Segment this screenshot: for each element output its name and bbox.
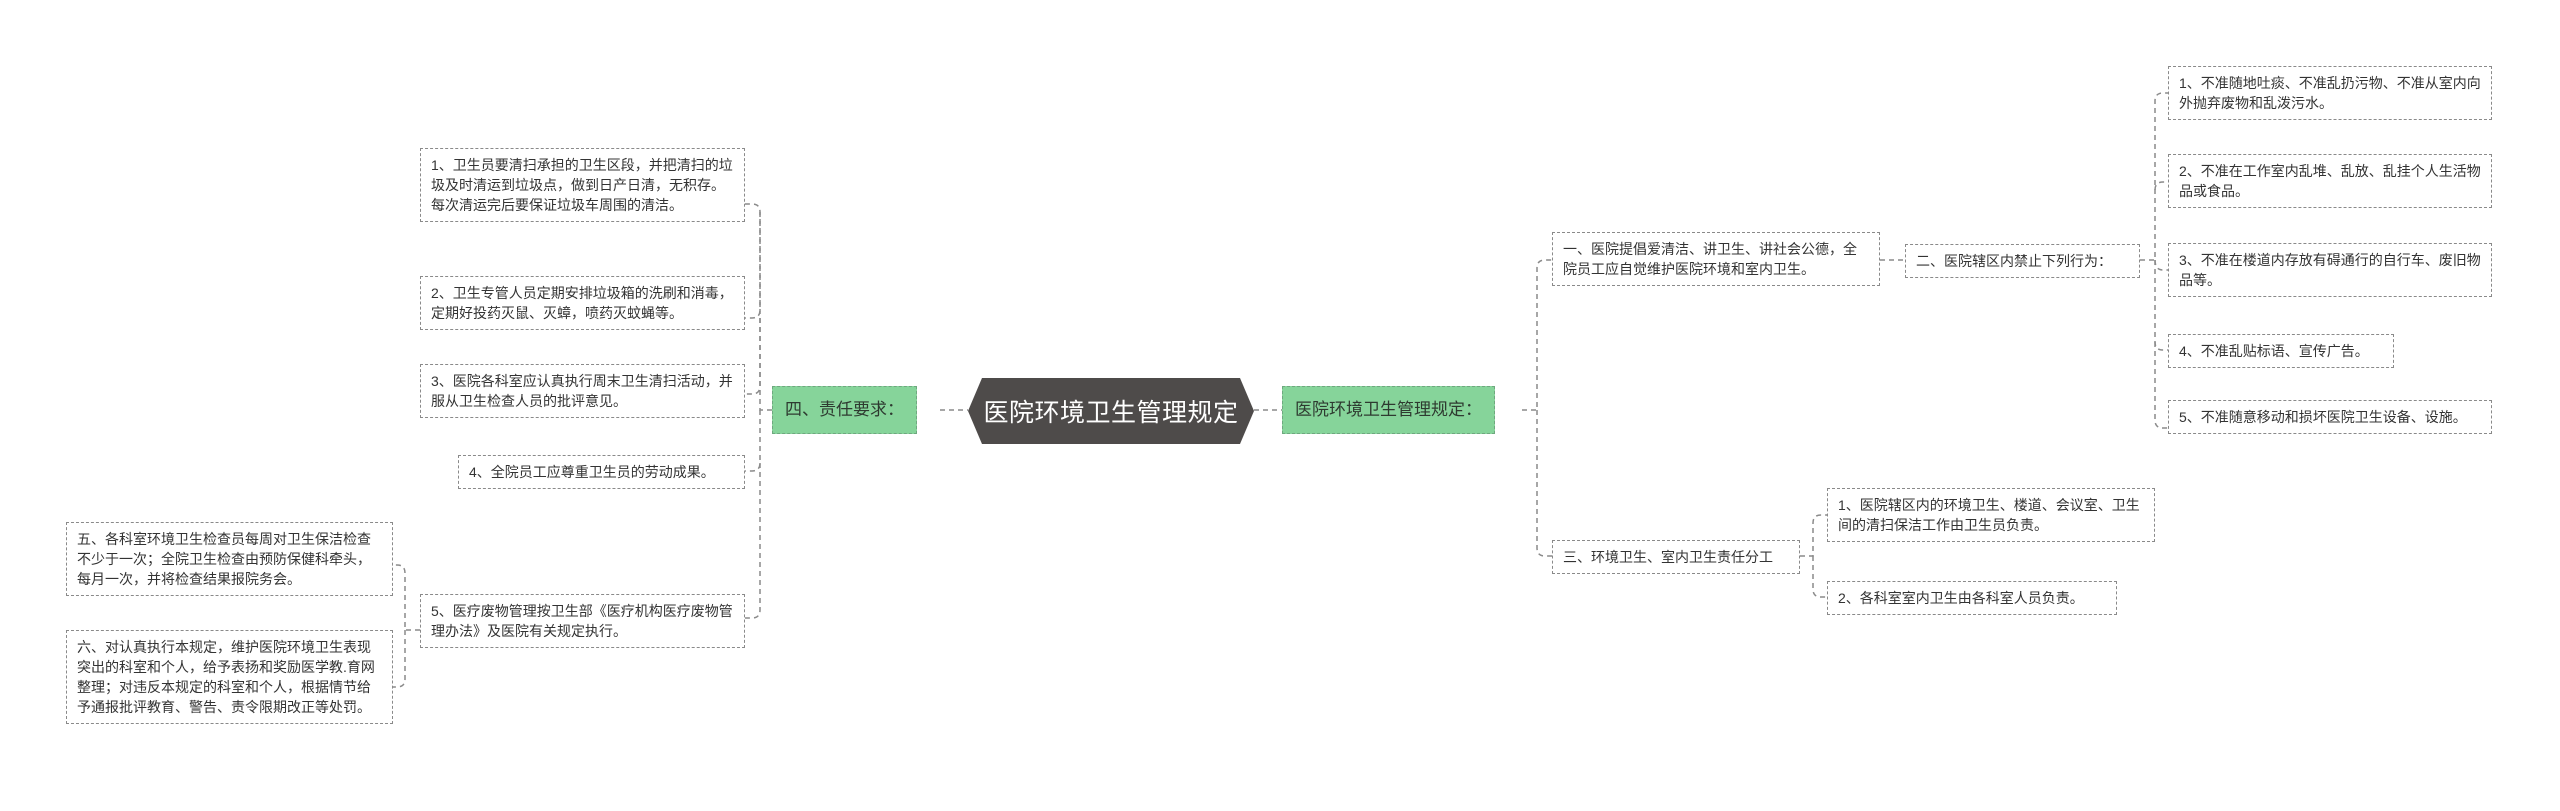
link-sub-6 (393, 630, 406, 688)
link-sub-item5 (2154, 342, 2168, 429)
prohibited-item-1-text: 1、不准随地吐痰、不准乱扔污物、不准从室内向外抛弃废物和乱泼污水。 (2179, 75, 2481, 111)
branch-responsibility-label: 四、责任要求： (785, 400, 904, 419)
left-sub-item-6[interactable]: 六、对认真执行本规定，维护医院环境卫生表现突出的科室和个人，给予表扬和奖励医学教… (66, 630, 393, 724)
left-item-5-text: 5、医疗废物管理按卫生部《医疗机构医疗废物管理办法》及医院有关规定执行。 (431, 603, 733, 639)
branch-regulation[interactable]: 医院环境卫生管理规定： (1282, 386, 1495, 434)
prohibited-item-1[interactable]: 1、不准随地吐痰、不准乱扔污物、不准从室内向外抛弃废物和乱泼污水。 (2168, 66, 2492, 120)
link-left-item4 (745, 410, 761, 472)
branch-regulation-label: 医院环境卫生管理规定： (1295, 400, 1482, 419)
right-prohibited-acts-text: 二、医院辖区内禁止下列行为： (1916, 253, 2112, 269)
left-item-2[interactable]: 2、卫生专管人员定期安排垃圾箱的洗刷和消毒，定期好投药灭鼠、灭蟑，喷药灭蚊蝇等。 (420, 276, 745, 330)
root-title: 医院环境卫生管理规定 (983, 399, 1239, 427)
link-sub-item1 (2140, 92, 2168, 261)
left-item-5[interactable]: 5、医疗废物管理按卫生部《医疗机构医疗废物管理办法》及医院有关规定执行。 (420, 594, 745, 648)
link-sub-item3 (2154, 259, 2168, 271)
left-item-4-text: 4、全院员工应尊重卫生员的劳动成果。 (469, 464, 715, 480)
left-item-4[interactable]: 4、全院员工应尊重卫生员的劳动成果。 (458, 455, 745, 489)
link-left-item1 (745, 203, 772, 411)
prohibited-item-5[interactable]: 5、不准随意移动和损坏医院卫生设备、设施。 (2168, 400, 2492, 434)
right-prohibited-acts[interactable]: 二、医院辖区内禁止下列行为： (1905, 244, 2140, 278)
root-topic[interactable]: 医院环境卫生管理规定 (968, 378, 1254, 444)
right-section-1-text: 一、医院提倡爱清洁、讲卫生、讲社会公德，全院员工应自觉维护医院环境和室内卫生。 (1563, 241, 1857, 277)
duty-item-1-text: 1、医院辖区内的环境卫生、楼道、会议室、卫生间的清扫保洁工作由卫生员负责。 (1838, 497, 2140, 533)
duty-item-2[interactable]: 2、各科室室内卫生由各科室人员负责。 (1827, 581, 2117, 615)
right-section-3[interactable]: 三、环境卫生、室内卫生责任分工 (1552, 540, 1800, 574)
prohibited-item-5-text: 5、不准随意移动和损坏医院卫生设备、设施。 (2179, 409, 2467, 425)
root-shape (968, 378, 1254, 444)
prohibited-item-3[interactable]: 3、不准在楼道内存放有碍通行的自行车、废旧物品等。 (2168, 243, 2492, 297)
prohibited-item-4[interactable]: 4、不准乱贴标语、宣传广告。 (2168, 334, 2394, 368)
prohibited-item-2[interactable]: 2、不准在工作室内乱堆、乱放、乱挂个人生活物品或食品。 (2168, 154, 2492, 208)
prohibited-item-2-text: 2、不准在工作室内乱堆、乱放、乱挂个人生活物品或食品。 (2179, 163, 2481, 199)
link-sub-5 (393, 564, 420, 631)
link-left-item5 (745, 463, 761, 619)
branch-responsibility[interactable]: 四、责任要求： (772, 386, 917, 434)
link-right-sec1 (1522, 259, 1552, 411)
duty-item-1[interactable]: 1、医院辖区内的环境卫生、楼道、会议室、卫生间的清扫保洁工作由卫生员负责。 (1827, 488, 2155, 542)
link-sub-item4 (2154, 260, 2168, 351)
left-item-2-text: 2、卫生专管人员定期安排垃圾箱的洗刷和消毒，定期好投药灭鼠、灭蟑，喷药灭蚊蝇等。 (431, 285, 733, 321)
link-left-item2 (745, 212, 761, 319)
left-sub-item-6-text: 六、对认真执行本规定，维护医院环境卫生表现突出的科室和个人，给予表扬和奖励医学教… (77, 639, 375, 715)
link-sub-item2 (2154, 181, 2168, 191)
link-right-sec3 (1536, 410, 1552, 557)
left-item-1-text: 1、卫生员要清扫承担的卫生区段，并把清扫的垃圾及时清运到垃圾点，做到日产日清，无… (431, 157, 733, 213)
link-left-item3 (745, 318, 761, 395)
left-item-3[interactable]: 3、医院各科室应认真执行周末卫生清扫活动，并服从卫生检查人员的批评意见。 (420, 364, 745, 418)
right-section-3-text: 三、环境卫生、室内卫生责任分工 (1563, 549, 1773, 565)
prohibited-item-3-text: 3、不准在楼道内存放有碍通行的自行车、废旧物品等。 (2179, 252, 2481, 288)
left-sub-item-5[interactable]: 五、各科室环境卫生检查员每周对卫生保洁检查不少于一次；全院卫生检查由预防保健科牵… (66, 522, 393, 596)
right-section-1[interactable]: 一、医院提倡爱清洁、讲卫生、讲社会公德，全院员工应自觉维护医院环境和室内卫生。 (1552, 232, 1880, 286)
left-item-1[interactable]: 1、卫生员要清扫承担的卫生区段，并把清扫的垃圾及时清运到垃圾点，做到日产日清，无… (420, 148, 745, 222)
link-sec3-item1 (1800, 514, 1827, 557)
left-item-3-text: 3、医院各科室应认真执行周末卫生清扫活动，并服从卫生检查人员的批评意见。 (431, 373, 733, 409)
left-sub-item-5-text: 五、各科室环境卫生检查员每周对卫生保洁检查不少于一次；全院卫生检查由预防保健科牵… (77, 531, 371, 587)
duty-item-2-text: 2、各科室室内卫生由各科室人员负责。 (1838, 590, 2084, 606)
prohibited-item-4-text: 4、不准乱贴标语、宣传广告。 (2179, 343, 2369, 359)
link-sec3-item2 (1812, 556, 1827, 598)
